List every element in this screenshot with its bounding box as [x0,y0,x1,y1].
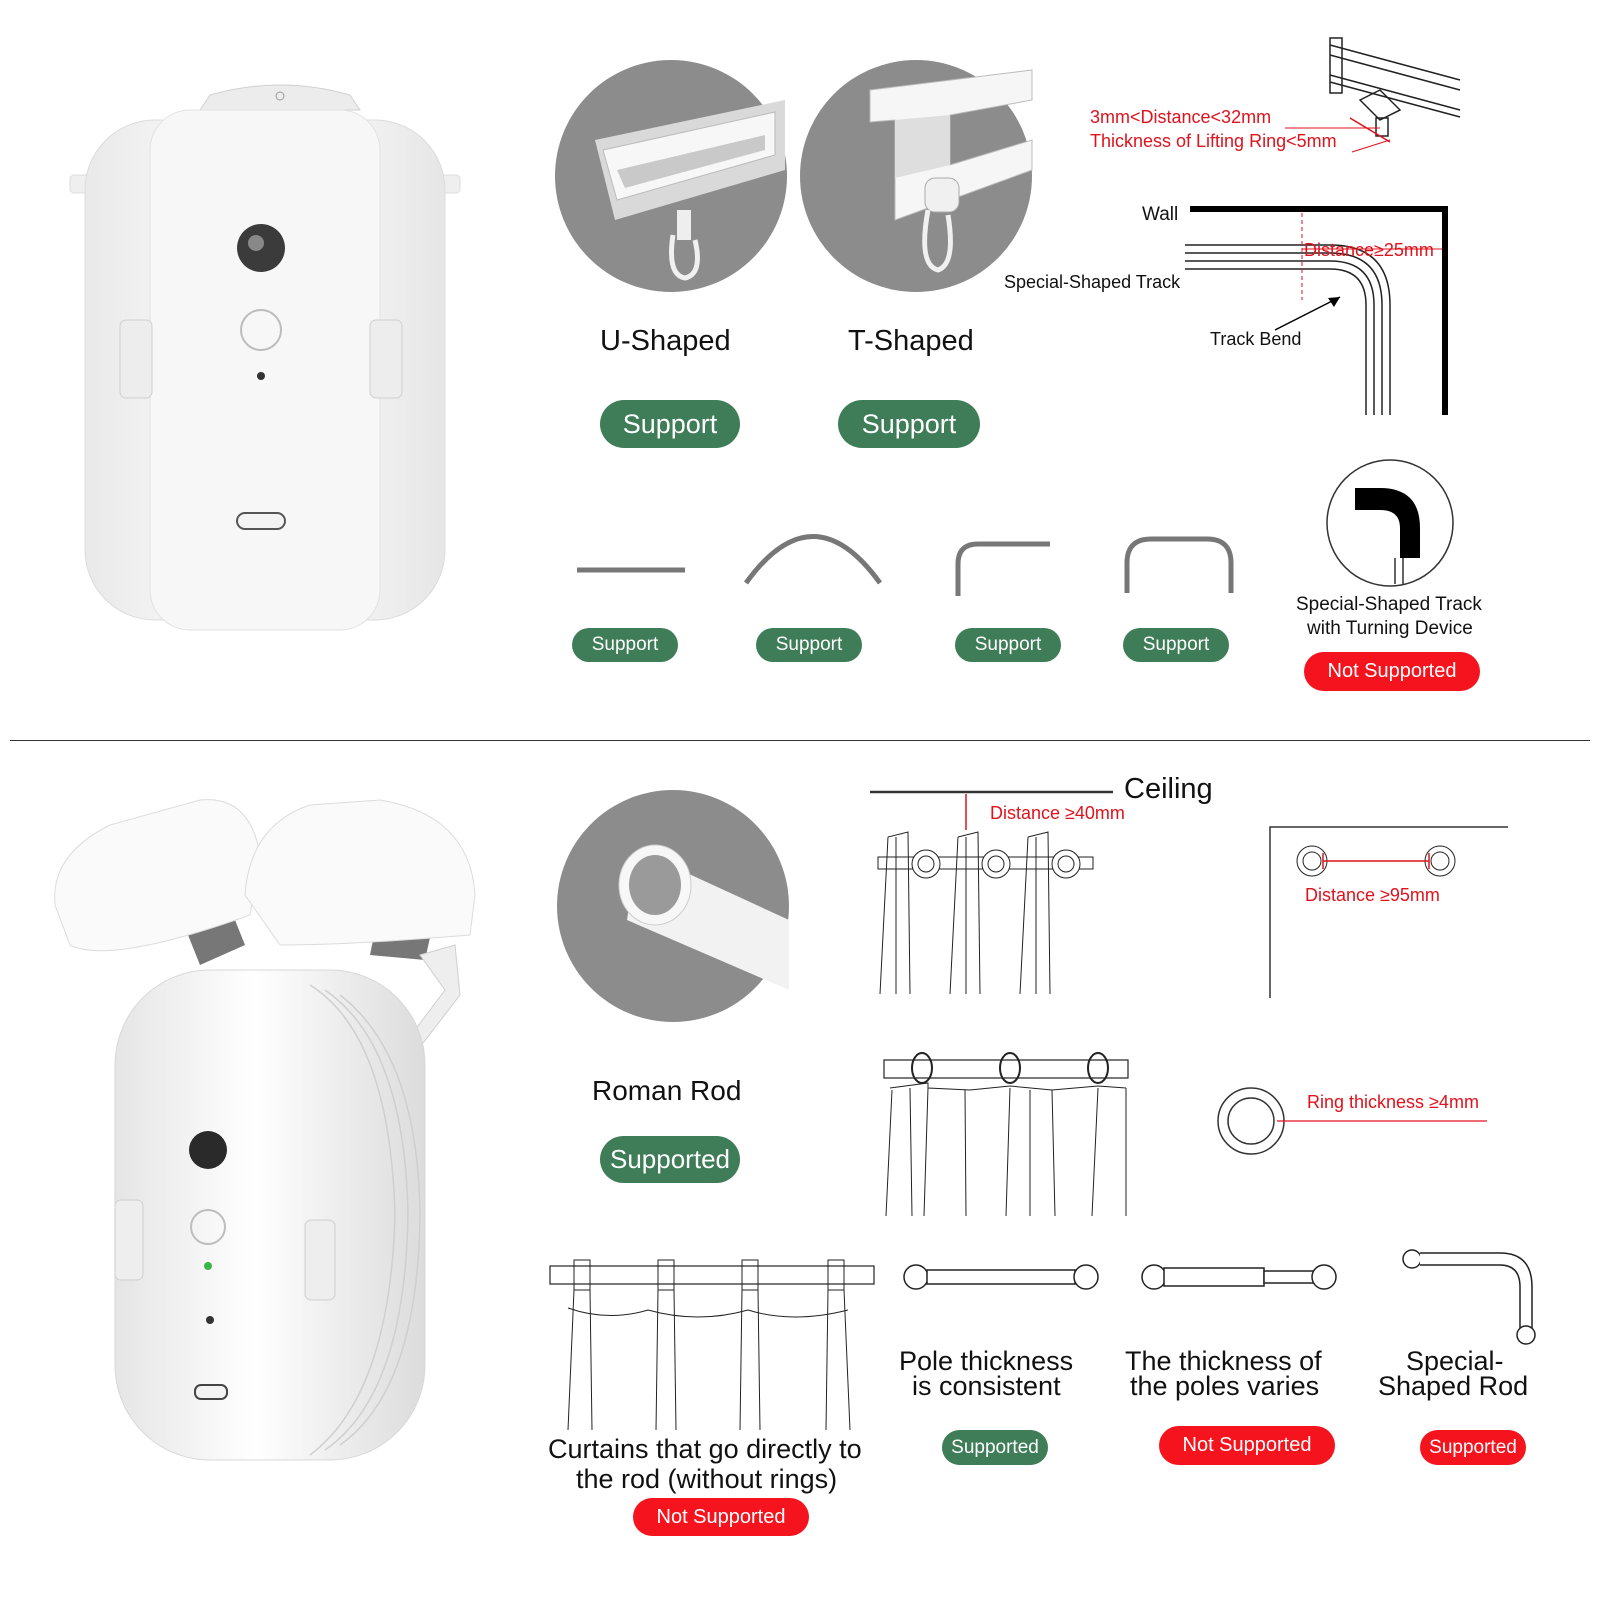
track-shape-single-bend-status: Support [955,628,1061,662]
track-shape-double-bend-status: Support [1123,628,1229,662]
ceiling-distance-text: Distance ≥40mm [990,803,1125,823]
special-rod-line2: Shaped Rod [1378,1371,1529,1401]
t-shaped-status: Support [838,400,980,448]
roman-rod-status: Supported [600,1136,740,1183]
curtain-motor-front-image [69,84,461,631]
special-shaped-track-bend-diagram [1185,206,1448,415]
u-shaped-status: Support [600,400,740,448]
direct-rod-line1: Curtains that go directly to [548,1434,862,1464]
pole-varies-diagram [1141,1264,1337,1290]
track-shape-straight-status: Support [572,628,678,662]
ring-thickness-diagram [1217,1087,1487,1155]
special-shaped-rod-diagram [1402,1249,1536,1345]
lifting-ring-thickness-text: Thickness of Lifting Ring<5mm [1090,131,1337,151]
ring-distance-text: Distance ≥95mm [1305,885,1440,905]
direct-rod-status: Not Supported [633,1498,809,1536]
distance-range-text: 3mm<Distance<32mm [1090,107,1272,127]
curtain-motor-rod-image [54,799,476,1461]
roman-rod-photo [557,790,789,1022]
section-divider [10,740,1590,741]
direct-rod-line2: the rod (without rings) [576,1464,838,1494]
track-shape-arc [743,534,883,585]
special-rod-status: Supported [1420,1430,1526,1465]
ceiling-label: Ceiling [1124,773,1213,805]
turning-device-detail [1326,459,1454,587]
track-shape-single-bend [955,541,1050,596]
ceiling-distance-diagram [870,790,1113,995]
track-shape-straight [577,567,685,573]
pole-consistent-status: Supported [942,1430,1048,1465]
track-shape-double-bend [1124,536,1234,593]
ring-distance-diagram [1269,826,1508,998]
wall-label: Wall [1142,204,1179,225]
ring-thickness-text: Ring thickness ≥4mm [1307,1092,1479,1112]
curtain-on-rings-diagram [883,1052,1129,1217]
pole-varies-line2: the poles varies [1130,1371,1320,1401]
turning-device-line2: with Turning Device [1307,618,1473,639]
track-ceiling-distance-diagram [1329,37,1461,143]
track-shape-arc-status: Support [756,628,862,662]
turning-device-status: Not Supported [1304,652,1480,691]
turning-device-line1: Special-Shaped Track [1296,594,1482,615]
t-shaped-track-photo [800,60,1033,292]
pole-varies-line1: The thickness of [1125,1346,1322,1376]
t-shaped-label: T-Shaped [848,325,974,357]
special-rod-line1: Special- [1406,1346,1504,1376]
pole-varies-status: Not Supported [1159,1426,1335,1465]
curtain-direct-rod-diagram [549,1259,875,1431]
wall-distance-text: Distance≥25mm [1304,240,1434,260]
u-shaped-track-photo [555,60,787,292]
pole-consistent-line1: Pole thickness [899,1346,1074,1376]
u-shaped-label: U-Shaped [600,325,731,357]
annotation-leader-lines [1285,127,1391,153]
pole-consistent-line2: is consistent [912,1371,1061,1401]
track-bend-label: Track Bend [1210,329,1302,349]
pole-consistent-diagram [903,1264,1099,1290]
roman-rod-label: Roman Rod [592,1075,742,1106]
special-shaped-track-label: Special-Shaped Track [1004,272,1181,292]
